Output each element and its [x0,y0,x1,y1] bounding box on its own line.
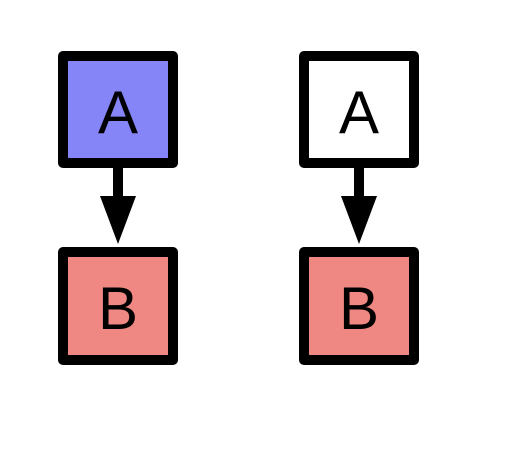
node-b-right-label: B [339,275,379,342]
diagram-right: A B [299,51,419,365]
node-b-left [58,247,178,365]
node-a-right-label: A [339,79,379,146]
diagram-left: A B [58,51,178,365]
node-b-left-label: B [98,275,138,342]
node-b-right [299,247,419,365]
node-a-left-label: A [98,79,138,146]
edge-right-arrowhead [341,196,377,244]
edge-left-arrowhead [100,196,136,244]
